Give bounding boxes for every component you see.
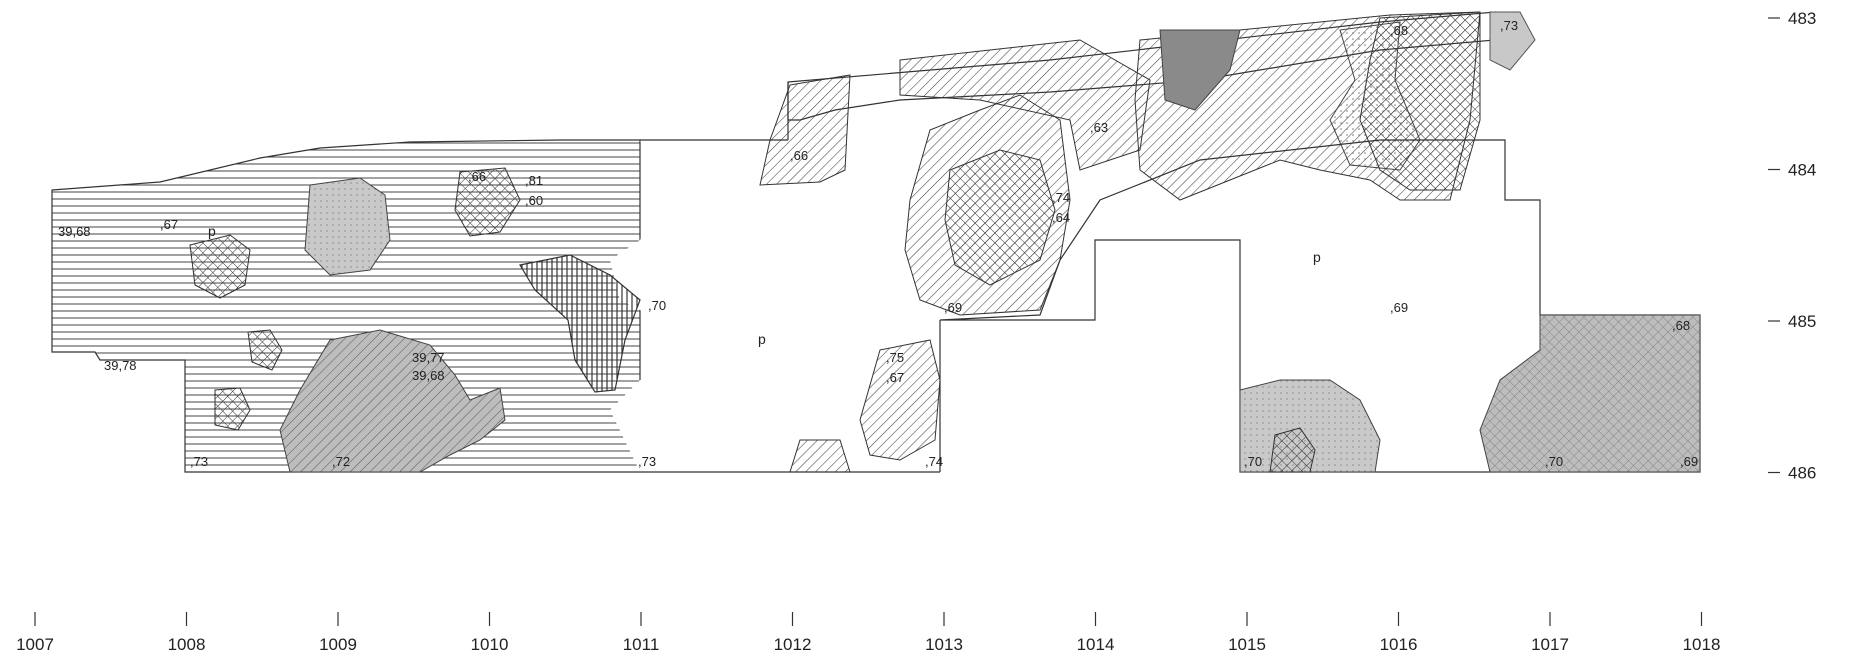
north-east-gray-patch bbox=[1489, 11, 1536, 71]
elevation-label: ,74 bbox=[1052, 190, 1070, 205]
fill-mark-p-west: p bbox=[208, 223, 216, 239]
elevation-label: ,68 bbox=[1390, 23, 1408, 38]
x-axis-tick-label: 1016 bbox=[1380, 635, 1418, 654]
y-axis: 483 484 485 486 bbox=[1768, 9, 1816, 483]
elevation-label: ,70 bbox=[1244, 454, 1262, 469]
southeast-crosshatch-small bbox=[1269, 427, 1316, 473]
crosshatch-patch-w4 bbox=[214, 387, 251, 431]
x-axis-tick-label: 1007 bbox=[16, 635, 54, 654]
elevation-label: ,66 bbox=[468, 169, 486, 184]
crosshatch-patch-w1 bbox=[189, 234, 251, 299]
x-axis: 1007 1008 1009 1010 1011 1012 1013 1014 1015 1016… bbox=[16, 612, 1720, 654]
vertical-hatch-patch bbox=[519, 254, 641, 393]
elevation-label: ,66 bbox=[790, 148, 808, 163]
gray-dot-cluster-west bbox=[304, 177, 391, 276]
north-dark-gray-patch bbox=[1159, 29, 1241, 111]
crosshatch-patch-w3 bbox=[247, 329, 283, 371]
x-axis-tick-label: 1010 bbox=[471, 635, 509, 654]
elevation-label: ,63 bbox=[1090, 120, 1108, 135]
central-diagonal-south2 bbox=[789, 439, 851, 473]
elevation-label: ,67 bbox=[886, 370, 904, 385]
elevation-label-39-77: 39,77 bbox=[412, 350, 445, 365]
y-axis-tick-label: 484 bbox=[1788, 161, 1816, 180]
elevation-label: 39,68 bbox=[58, 224, 91, 239]
elevation-labels: 39,68 39,78 ,67 ,66 ,81 ,60 ,70 39,68 ,7… bbox=[58, 18, 1698, 469]
central-diagonal-south bbox=[859, 339, 941, 461]
x-axis-tick-label: 1011 bbox=[623, 635, 660, 654]
elevation-label: ,68 bbox=[1672, 318, 1690, 333]
elevation-label: ,72 bbox=[332, 454, 350, 469]
north-strip-diagonal bbox=[899, 39, 1151, 171]
diagonal-patch-north-west-center bbox=[759, 74, 851, 186]
elevation-label: ,70 bbox=[1545, 454, 1563, 469]
x-axis-tick-label: 1009 bbox=[319, 635, 357, 654]
x-axis-tick-label: 1012 bbox=[774, 635, 812, 654]
elevation-label: ,73 bbox=[1500, 18, 1518, 33]
elevation-label: ,69 bbox=[944, 300, 962, 315]
y-axis-tick-label: 485 bbox=[1788, 312, 1816, 331]
gray-diagonal-cluster-sw bbox=[279, 329, 506, 473]
north-dotted-light bbox=[1329, 21, 1421, 171]
crosshatch-patch-w2 bbox=[454, 167, 521, 237]
x-axis-tick-label: 1014 bbox=[1077, 635, 1115, 654]
elevation-label: ,75 bbox=[886, 350, 904, 365]
x-axis-tick-label: 1017 bbox=[1531, 635, 1569, 654]
fill-mark-p-east: p bbox=[1313, 249, 1321, 265]
elevation-label: ,64 bbox=[1052, 210, 1070, 225]
elevation-label: ,67 bbox=[160, 217, 178, 232]
elevation-label: 39,78 bbox=[104, 358, 137, 373]
x-axis-tick-label: 1008 bbox=[168, 635, 206, 654]
elevation-label: ,73 bbox=[190, 454, 208, 469]
y-axis-tick-label: 483 bbox=[1788, 9, 1816, 28]
elevation-label: ,70 bbox=[648, 298, 666, 313]
east-sector-outline bbox=[939, 139, 1701, 473]
elevation-label: ,73 bbox=[638, 454, 656, 469]
elevation-label: ,74 bbox=[925, 454, 943, 469]
elevation-label: ,69 bbox=[1390, 300, 1408, 315]
elevation-label: ,81 bbox=[525, 173, 543, 188]
fill-mark-p-central: p bbox=[758, 331, 766, 347]
west-void-right bbox=[610, 140, 940, 472]
elevation-label: ,60 bbox=[525, 193, 543, 208]
x-axis-tick-label: 1015 bbox=[1228, 635, 1266, 654]
x-axis-tick-label: 1013 bbox=[925, 635, 963, 654]
x-axis-tick-label: 1018 bbox=[1683, 635, 1721, 654]
east-gray-crosshatch-patch bbox=[1479, 314, 1701, 473]
elevation-label: 39,68 bbox=[412, 368, 445, 383]
central-crosshatch-zone bbox=[944, 149, 1056, 286]
y-axis-tick-label: 486 bbox=[1788, 464, 1816, 483]
elevation-label: ,69 bbox=[1680, 454, 1698, 469]
